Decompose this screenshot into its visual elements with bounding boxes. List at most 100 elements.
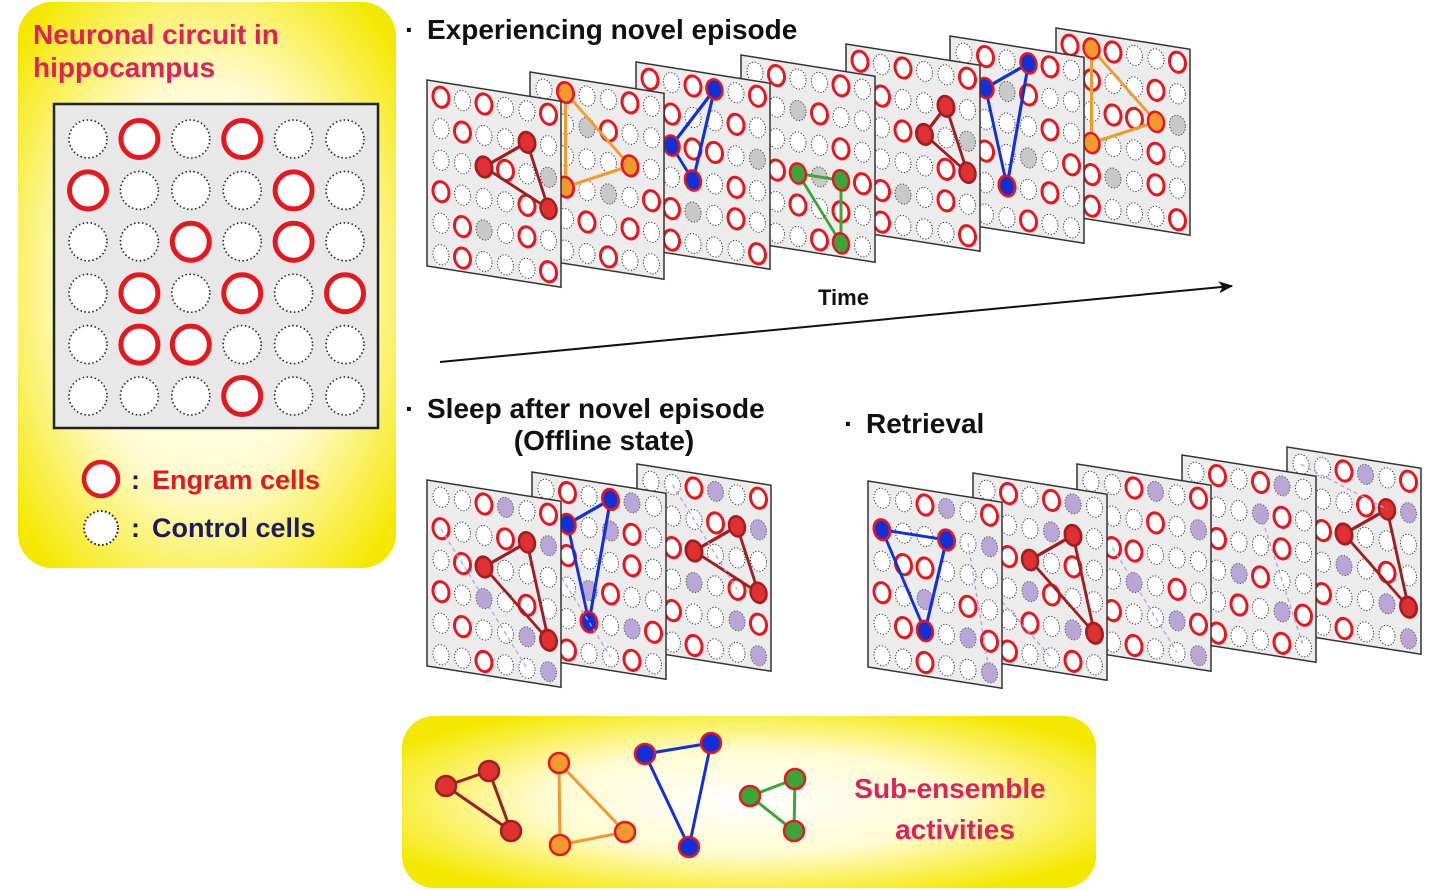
engram-cell bbox=[169, 220, 212, 263]
engram-cell bbox=[1399, 469, 1418, 493]
engram-cell bbox=[1208, 464, 1227, 488]
control-cell bbox=[1063, 185, 1080, 207]
reactivated-cell bbox=[1168, 610, 1186, 632]
engram-cell bbox=[749, 486, 768, 510]
engram-cell bbox=[1294, 603, 1313, 627]
control-cell bbox=[600, 214, 617, 237]
orange-sub-ensemble-node bbox=[1082, 131, 1101, 155]
orange-sub-ensemble-edges bbox=[1090, 44, 1159, 146]
control-cell bbox=[68, 376, 108, 416]
control-cell bbox=[580, 516, 598, 539]
blue-node bbox=[677, 835, 701, 859]
engram-cell bbox=[1103, 40, 1123, 64]
control-cell bbox=[518, 657, 536, 679]
blue-sub-ensemble-node bbox=[683, 169, 703, 192]
control-cell bbox=[1020, 115, 1037, 138]
control-cell bbox=[222, 170, 262, 211]
red-sub-ensemble-node bbox=[517, 130, 537, 154]
control-cell bbox=[707, 606, 724, 629]
control-cell bbox=[119, 222, 160, 262]
control-cell bbox=[171, 170, 211, 211]
control-cell bbox=[1021, 517, 1039, 540]
engram-cell bbox=[1040, 181, 1060, 205]
engram-cell bbox=[599, 245, 618, 269]
engram-cell bbox=[936, 157, 956, 181]
reactivated-cell bbox=[623, 618, 641, 640]
control-cell bbox=[642, 470, 660, 492]
control-cell bbox=[1147, 638, 1164, 660]
engram-cell bbox=[1082, 194, 1101, 218]
reactivated-cell bbox=[1064, 619, 1082, 641]
engram-cell bbox=[539, 102, 558, 126]
faint-connection bbox=[1111, 547, 1178, 653]
control-cell bbox=[1086, 654, 1103, 676]
engram-cell bbox=[1063, 649, 1083, 673]
active-control-cell bbox=[749, 148, 766, 170]
control-cell bbox=[600, 88, 617, 111]
blue-sub-ensemble-edges bbox=[669, 88, 716, 185]
control-cell bbox=[750, 550, 767, 572]
engram-cell bbox=[853, 172, 872, 196]
engram-cell bbox=[1189, 486, 1208, 510]
control-cell bbox=[959, 193, 976, 215]
control-cell bbox=[1187, 461, 1205, 483]
control-cell bbox=[578, 148, 596, 170]
orange-sub-ensemble-edges bbox=[564, 88, 633, 190]
blue-sub-ensemble-node bbox=[937, 528, 956, 552]
control-cell bbox=[894, 214, 912, 237]
engram-cell bbox=[684, 633, 704, 658]
engram-cell bbox=[748, 242, 767, 266]
control-cell bbox=[171, 119, 211, 159]
control-cell bbox=[894, 88, 912, 111]
control-cell bbox=[1063, 91, 1080, 113]
control-cell bbox=[1230, 499, 1248, 522]
legend-engram-label: Engram cells bbox=[152, 465, 320, 495]
control-cell bbox=[1043, 552, 1060, 575]
control-cell bbox=[1168, 484, 1186, 506]
control-cell bbox=[1063, 217, 1080, 239]
engram-cell bbox=[1082, 163, 1101, 187]
control-cell bbox=[1252, 629, 1269, 651]
control-cell bbox=[916, 218, 933, 240]
red-sub-ensemble-node bbox=[474, 155, 494, 179]
control-cell bbox=[540, 229, 557, 251]
control-cell bbox=[811, 134, 828, 157]
reactivated-cell bbox=[1400, 628, 1417, 650]
control-cell bbox=[645, 495, 662, 517]
control-cell bbox=[432, 549, 450, 571]
reactivated-cell bbox=[1021, 580, 1039, 603]
control-cell bbox=[68, 119, 108, 159]
engram-cell bbox=[894, 616, 913, 640]
control-cell bbox=[873, 613, 891, 635]
control-cell bbox=[728, 641, 746, 663]
reactivated-cell bbox=[1230, 562, 1248, 585]
engram-cell bbox=[453, 246, 472, 270]
control-cell bbox=[746, 61, 764, 83]
blue-sub-ensemble-node bbox=[579, 610, 599, 634]
control-cell bbox=[325, 222, 365, 262]
engram-cell bbox=[577, 210, 597, 234]
reactivated-cell bbox=[1147, 480, 1164, 503]
engram-cell bbox=[517, 225, 537, 249]
control-cell bbox=[959, 564, 977, 586]
network-snapshot-panel bbox=[867, 480, 1003, 690]
control-cell bbox=[706, 204, 723, 227]
engram-cell bbox=[872, 581, 892, 605]
engram-cell bbox=[893, 119, 913, 143]
sleep-title-line2: (Offline state) bbox=[514, 425, 694, 456]
control-cell bbox=[578, 85, 596, 107]
reactivated-cell bbox=[1273, 601, 1291, 623]
engram-cell bbox=[1167, 577, 1187, 601]
control-cell bbox=[1400, 533, 1417, 555]
engram-cell bbox=[872, 84, 891, 108]
experiencing-panel-stack bbox=[426, 27, 1191, 289]
blue-sub-ensemble-edges bbox=[983, 60, 1031, 187]
engram-cell bbox=[324, 272, 366, 315]
reactivated-cell bbox=[623, 492, 641, 514]
control-cell bbox=[432, 244, 450, 266]
engram-cell bbox=[1208, 621, 1227, 645]
control-cell bbox=[1357, 589, 1374, 612]
control-cell bbox=[645, 527, 662, 549]
control-cell bbox=[645, 558, 662, 580]
red-node bbox=[477, 759, 501, 783]
